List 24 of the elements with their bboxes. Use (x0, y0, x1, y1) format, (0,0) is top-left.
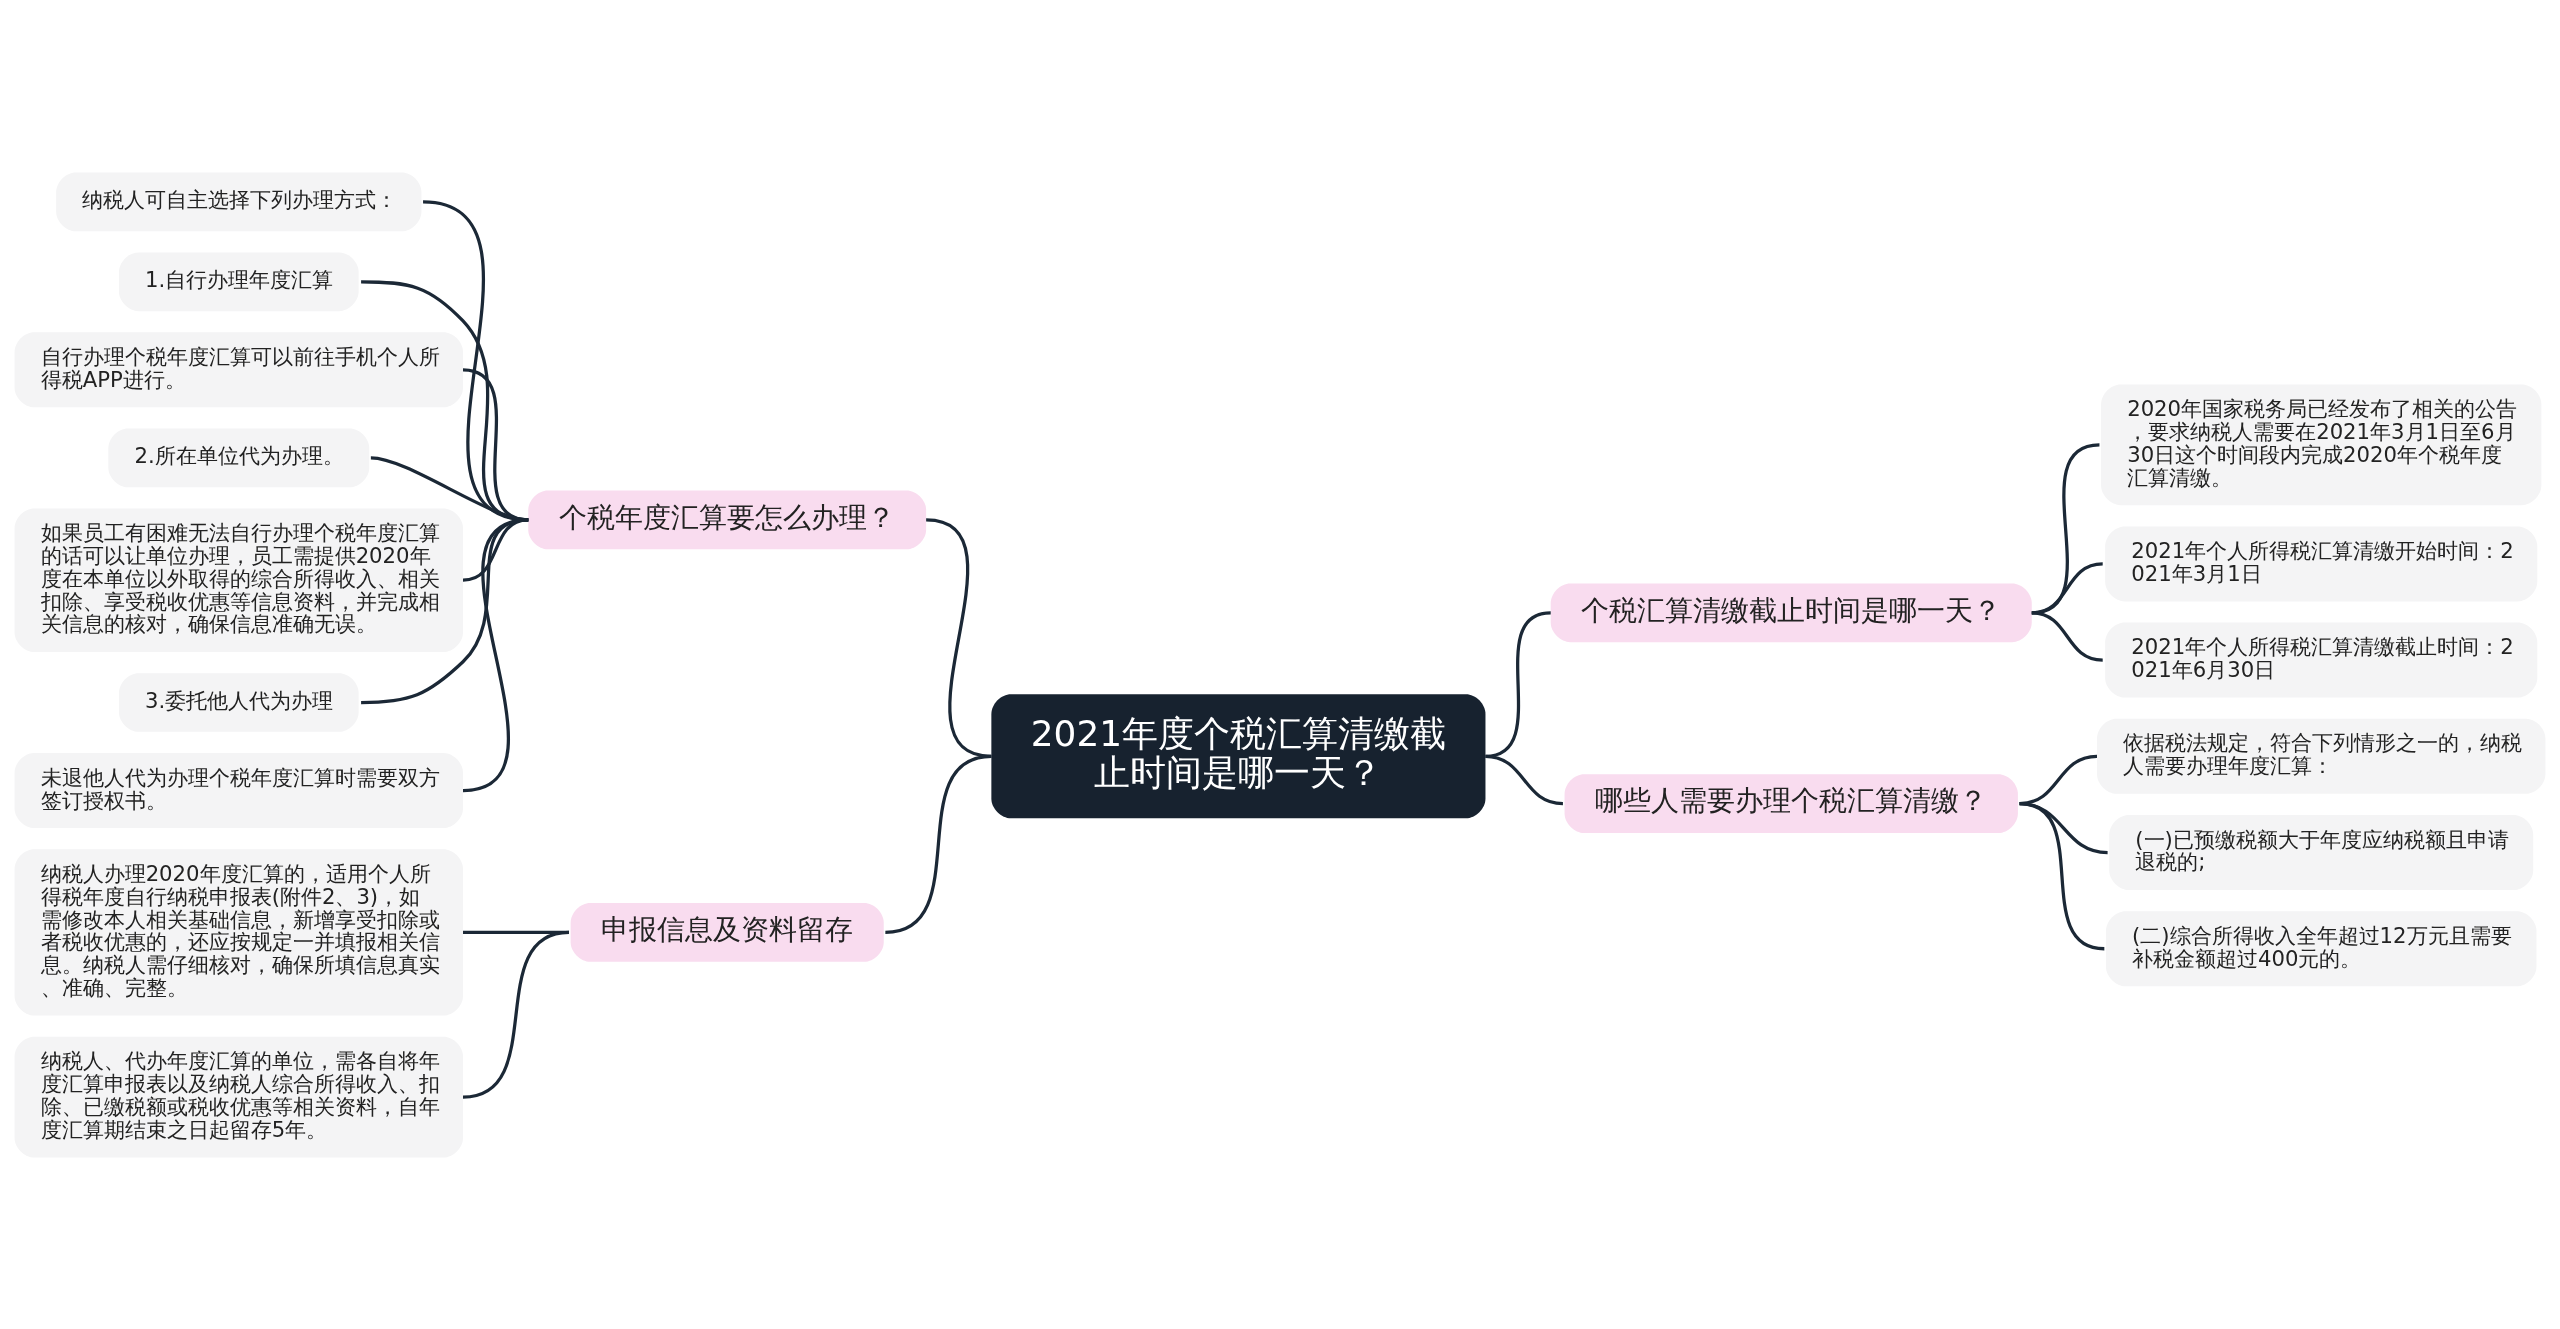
node-box: 依据税法规定，符合下列情形之一的，纳税人需要办理年度汇算： (2097, 718, 2546, 794)
node-box: 个税汇算清缴截止时间是哪一天？ (1550, 582, 2032, 642)
connector (462, 930, 570, 1099)
node-box: 2020年国家税务局已经发布了相关的公告，要求纳税人需要在2021年3月1日至6月30日这个时间段内完成2020年个税年度汇算清缴。 (2101, 384, 2542, 505)
node-box: 个税年度汇算要怎么办理？ (528, 490, 927, 549)
connector (462, 517, 529, 792)
connector (885, 754, 992, 934)
connector (1485, 610, 1551, 758)
node-box: 未退他人代为办理个税年度汇算时需要双方签订授权书。 (14, 752, 463, 828)
node-box: 自行办理个税年度汇算可以前往手机个人所得税APP进行。 (14, 331, 463, 407)
connector (2019, 801, 2105, 950)
node-box: (二)综合所得收入全年超过12万元且需要补税金额超过400元的。 (2105, 910, 2537, 986)
node-box: 申报信息及资料留存 (570, 902, 884, 962)
connector (2031, 610, 2103, 662)
node-box: 2021年度个税汇算清缴截止时间是哪一天？ (991, 693, 1486, 818)
node-box: 纳税人可自主选择下列办理方式： (56, 172, 422, 231)
node-box: 如果员工有困难无法自行办理个税年度汇算的话可以让单位办理，员工需提供2020年度在本单位以外取得的综合所得收入、相关扣除、享受税收优惠等信息资料，并完成相关信息的核对，确保信息准确无误。 (14, 507, 463, 652)
node-box: 纳税人、代办年度汇算的单位，需各自将年度汇算申报表以及纳税人综合所得收入、扣除、已缴税额或税收优惠等相关资料，自年度汇算期结束之日起留存5年。 (14, 1036, 463, 1157)
node-box: 哪些人需要办理个税汇算清缴？ (1564, 773, 2018, 833)
node-box: (一)已预缴税额大于年度应纳税额且申请退税的; (2109, 814, 2534, 890)
node-box: 2.所在单位代为办理。 (108, 428, 370, 487)
connector (1485, 754, 1564, 805)
connector (925, 517, 992, 758)
node-box: 纳税人办理2020年度汇算的，适用个人所得税年度自行纳税申报表(附件2、3)，如需修改本人相关基础信息，新增享受扣除或者税收优惠的，还应按规定一并填报相关信息。纳税人需仔细核对，确保所填信息真实、准确、完整。 (14, 848, 463, 1016)
